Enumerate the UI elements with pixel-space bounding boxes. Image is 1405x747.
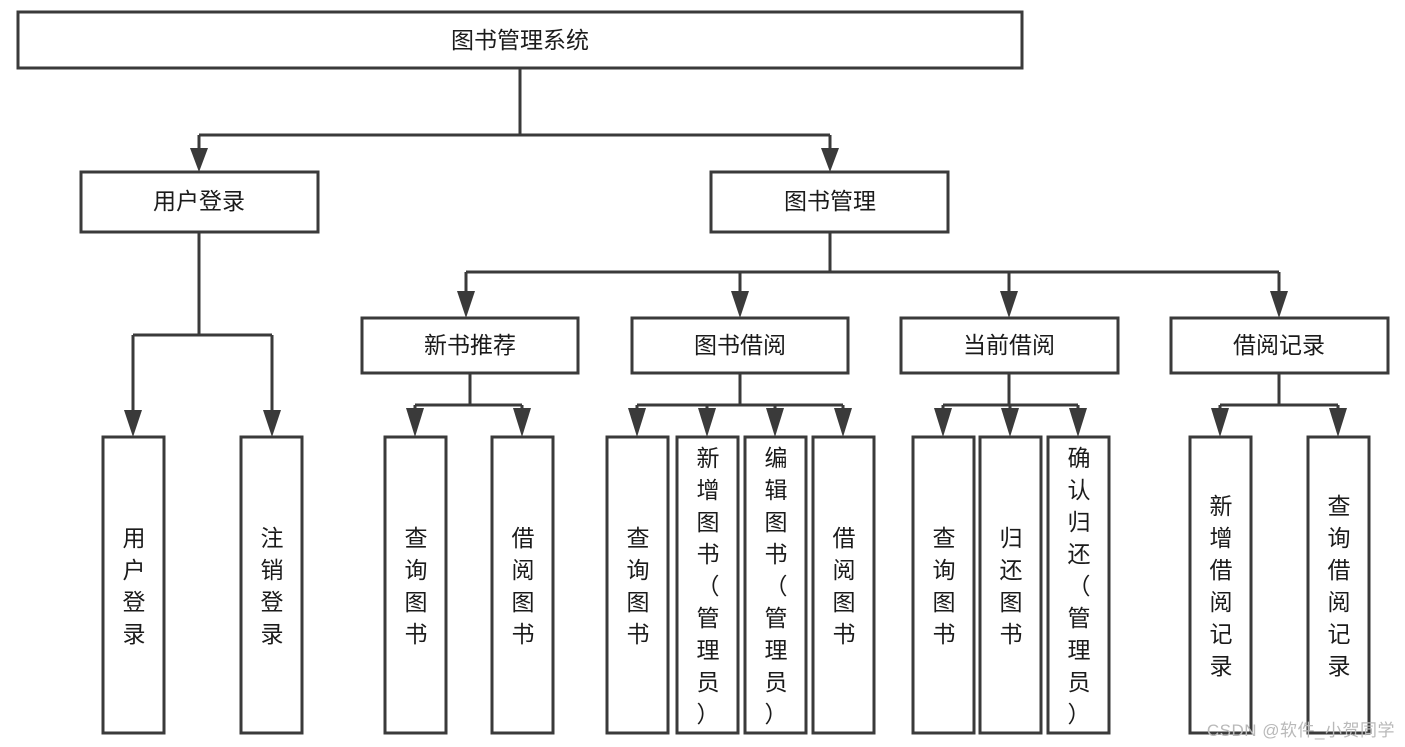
leaf-return-book-label: 归还图书 bbox=[1000, 525, 1023, 647]
node-current-borrow-label: 当前借阅 bbox=[963, 332, 1055, 358]
arrow-newbookrec-child-2 bbox=[513, 408, 531, 437]
node-root-label: 图书管理系统 bbox=[451, 27, 589, 53]
leaf-node[interactable]: 查询图书 bbox=[605, 435, 670, 735]
leaf-add-record-box[interactable] bbox=[1188, 435, 1253, 735]
leaf-query-book-2-box[interactable] bbox=[605, 435, 670, 735]
node-borrow-record[interactable]: 借阅记录 bbox=[1169, 316, 1390, 375]
leaf-node[interactable]: 编辑图书（管理员） bbox=[743, 435, 808, 735]
leaf-query-book-3-label: 查询图书 bbox=[933, 525, 956, 647]
leaf-node[interactable]: 用户登录 bbox=[101, 435, 166, 735]
leaf-add-book-box[interactable] bbox=[675, 435, 740, 735]
leaf-confirm-return-label: 确认归还（管理员） bbox=[1068, 445, 1091, 727]
leaf-add-record-label: 新增借阅记录 bbox=[1210, 493, 1233, 679]
arrow-bookborrow-child-1 bbox=[628, 408, 646, 437]
node-new-book-rec[interactable]: 新书推荐 bbox=[360, 316, 580, 375]
leaf-node[interactable]: 查询图书 bbox=[911, 435, 976, 735]
arrow-userlogin-child-2 bbox=[263, 410, 281, 437]
arrow-borrowrecord-child-2 bbox=[1329, 408, 1347, 437]
leaf-add-book-label: 新增图书（管理员） bbox=[697, 445, 720, 727]
leaf-user-logout-label: 注销登录 bbox=[261, 525, 284, 647]
leaf-user-login-label: 用户登录 bbox=[123, 525, 146, 647]
leaf-node[interactable]: 新增借阅记录 bbox=[1188, 435, 1253, 735]
arrow-to-currentborrow bbox=[1000, 291, 1018, 318]
leaf-user-logout-box[interactable] bbox=[239, 435, 304, 735]
leaf-query-book-1-box[interactable] bbox=[383, 435, 448, 735]
leaf-query-record-label: 查询借阅记录 bbox=[1328, 493, 1351, 679]
leaf-edit-book-label: 编辑图书（管理员） bbox=[765, 445, 788, 727]
arrow-userlogin-child-1 bbox=[124, 410, 142, 437]
node-user-login[interactable]: 用户登录 bbox=[79, 170, 320, 234]
connector-group-bookborrow bbox=[628, 373, 852, 437]
connector-group-newbookrec bbox=[406, 373, 531, 437]
leaf-node[interactable]: 确认归还（管理员） bbox=[1046, 435, 1111, 735]
leaf-borrow-book-1-box[interactable] bbox=[490, 435, 555, 735]
leaf-node[interactable]: 借阅图书 bbox=[490, 435, 555, 735]
arrow-to-newbookrec bbox=[457, 291, 475, 318]
leaf-node[interactable]: 归还图书 bbox=[978, 435, 1043, 735]
node-borrow-record-box[interactable] bbox=[1169, 316, 1390, 375]
arrow-bookborrow-child-3 bbox=[766, 408, 784, 437]
leaf-query-record-box[interactable] bbox=[1306, 435, 1371, 735]
arrow-borrowrecord-child-1 bbox=[1211, 408, 1229, 437]
arrow-currentborrow-child-2 bbox=[1001, 408, 1019, 437]
leaf-borrow-book-1-label: 借阅图书 bbox=[512, 525, 535, 647]
node-book-manage-box[interactable] bbox=[709, 170, 950, 234]
leaf-node[interactable]: 借阅图书 bbox=[811, 435, 876, 735]
node-book-manage[interactable]: 图书管理 bbox=[709, 170, 950, 234]
leaf-edit-book-box[interactable] bbox=[743, 435, 808, 735]
arrow-to-bookborrow bbox=[731, 291, 749, 318]
connector-group-borrowrecord bbox=[1211, 373, 1347, 437]
node-book-manage-label: 图书管理 bbox=[784, 188, 876, 214]
node-new-book-rec-label: 新书推荐 bbox=[424, 332, 516, 358]
arrow-to-borrowrecord bbox=[1270, 291, 1288, 318]
leaf-query-book-1-label: 查询图书 bbox=[405, 525, 428, 647]
arrow-to-bookmanage bbox=[821, 148, 839, 172]
leaf-node[interactable]: 注销登录 bbox=[239, 435, 304, 735]
leaf-borrow-book-2-label: 借阅图书 bbox=[833, 525, 856, 647]
csdn-watermark: CSDN @软件_小贺同学 bbox=[1206, 721, 1395, 740]
node-new-book-rec-box[interactable] bbox=[360, 316, 580, 375]
leaf-return-book-box[interactable] bbox=[978, 435, 1043, 735]
node-user-login-label: 用户登录 bbox=[153, 188, 245, 214]
node-current-borrow[interactable]: 当前借阅 bbox=[899, 316, 1120, 375]
leaf-borrow-book-2-box[interactable] bbox=[811, 435, 876, 735]
connector-group-root bbox=[190, 68, 839, 172]
leaf-node[interactable]: 查询图书 bbox=[383, 435, 448, 735]
leaf-user-login-box[interactable] bbox=[101, 435, 166, 735]
leaf-query-book-2-label: 查询图书 bbox=[627, 525, 650, 647]
connector-group-bookmanage bbox=[457, 232, 1288, 318]
node-root[interactable]: 图书管理系统 bbox=[16, 10, 1024, 70]
leaf-query-book-3-box[interactable] bbox=[911, 435, 976, 735]
node-current-borrow-box[interactable] bbox=[899, 316, 1120, 375]
node-book-borrow-box[interactable] bbox=[630, 316, 850, 375]
node-book-borrow[interactable]: 图书借阅 bbox=[630, 316, 850, 375]
connector-group-userlogin bbox=[124, 232, 281, 437]
connector-group-currentborrow bbox=[934, 373, 1087, 437]
arrow-to-userlogin bbox=[190, 148, 208, 172]
arrow-bookborrow-child-2 bbox=[698, 408, 716, 437]
arrow-newbookrec-child-1 bbox=[406, 408, 424, 437]
leaf-node[interactable]: 新增图书（管理员） bbox=[675, 435, 740, 735]
leaf-node[interactable]: 查询借阅记录 bbox=[1306, 435, 1371, 735]
leaf-confirm-return-box[interactable] bbox=[1046, 435, 1111, 735]
node-book-borrow-label: 图书借阅 bbox=[694, 332, 786, 358]
arrow-currentborrow-child-1 bbox=[934, 408, 952, 437]
node-root-box[interactable] bbox=[16, 10, 1024, 70]
node-user-login-box[interactable] bbox=[79, 170, 320, 234]
node-borrow-record-label: 借阅记录 bbox=[1233, 332, 1325, 358]
arrow-bookborrow-child-4 bbox=[834, 408, 852, 437]
arrow-currentborrow-child-3 bbox=[1069, 408, 1087, 437]
